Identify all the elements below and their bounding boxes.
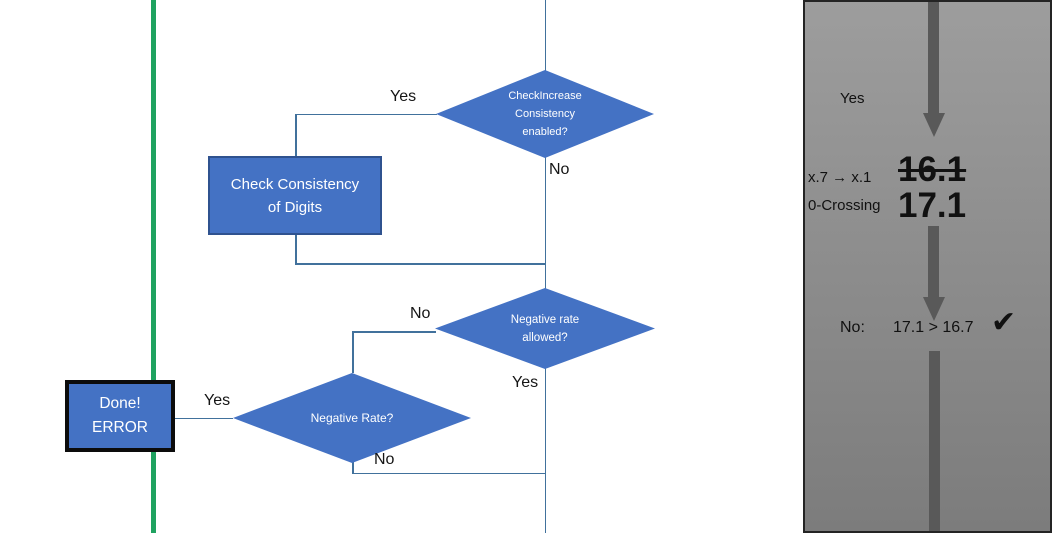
branch-label-yes-mid: Yes — [512, 374, 539, 391]
done-text-line: ERROR — [92, 419, 148, 436]
connector-no-mid-horizontal — [352, 331, 436, 333]
decision-check-increase-consistency: CheckIncrease Consistency enabled? — [436, 70, 654, 158]
connector-yes-top-vertical — [295, 113, 297, 158]
branch-label-yes-done: Yes — [204, 392, 231, 409]
decision-text-line: allowed? — [522, 331, 568, 344]
decision-text-line: Negative Rate? — [310, 411, 394, 425]
decision-text-line: Negative rate — [510, 313, 580, 326]
connector-yes-top-horizontal — [295, 113, 437, 115]
branch-label-no-mid: No — [410, 305, 431, 322]
done-error-box: Done! ERROR — [65, 380, 175, 452]
panel-values: 16.1 17.1 — [898, 152, 966, 224]
annotation-panel: Yes x.7 → x.1 0-Crossing 16.1 17.1 No: 1… — [803, 0, 1052, 533]
decision-negative-rate-allowed: Negative rate allowed? — [435, 288, 655, 369]
panel-rule-line: x.7 → x.1 — [808, 169, 872, 186]
panel-rule-text: x.7 → x.1 0-Crossing — [808, 164, 881, 220]
decision-negative-rate: Negative Rate? — [233, 373, 471, 463]
panel-result-label: No: — [840, 319, 865, 336]
decision-text-line: Consistency — [515, 108, 575, 120]
connector-mid-vertical — [544, 157, 546, 291]
down-arrow-icon — [923, 226, 945, 322]
process-text-line: of Digits — [267, 198, 323, 216]
decision-text-line: enabled? — [522, 126, 568, 138]
down-arrow-head — [923, 113, 945, 137]
done-text-line: Done! — [99, 395, 141, 412]
panel-result-comparison: 17.1 > 16.7 — [893, 319, 974, 336]
panel-yes-label: Yes — [840, 90, 865, 107]
down-arrow-shaft — [928, 226, 939, 298]
green-timeline-line — [151, 0, 156, 533]
branch-label-no-top: No — [549, 161, 570, 178]
connector-top-vertical — [544, 0, 546, 71]
panel-new-value: 17.1 — [898, 186, 967, 225]
connector-no-bottom-horizontal — [352, 472, 546, 474]
down-arrow-icon — [923, 2, 945, 138]
connector-no-mid-vertical — [352, 331, 354, 373]
process-check-consistency-box: Check Consistency of Digits — [208, 156, 382, 235]
panel-rule-line: 0-Crossing — [808, 197, 881, 214]
down-arrow-shaft — [929, 351, 940, 531]
connector-yes-done-horizontal — [175, 417, 233, 419]
connector-bottom-vertical — [544, 367, 546, 533]
branch-label-yes-top: Yes — [390, 88, 417, 105]
decision-text-line: CheckIncrease — [508, 90, 582, 102]
process-text-line: Check Consistency — [230, 175, 360, 193]
branch-label-no-bottom: No — [374, 451, 395, 468]
connector-process-right — [295, 263, 546, 265]
down-arrow-shaft — [928, 2, 939, 114]
panel-old-value: 16.1 — [898, 150, 967, 189]
down-arrow-head — [923, 297, 945, 321]
connector-no-bottom-vertical — [352, 462, 354, 474]
connector-process-down — [295, 234, 297, 264]
checkmark-icon: ✔ — [991, 306, 1017, 339]
